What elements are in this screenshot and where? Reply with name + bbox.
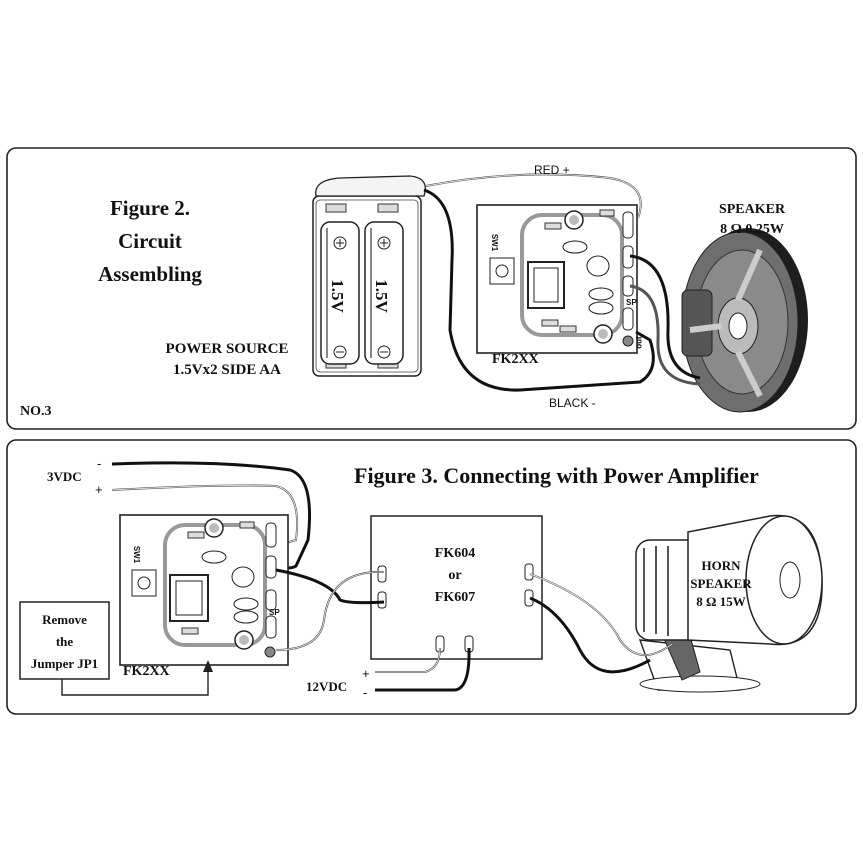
amplifier-label-line: FK604: [434, 546, 476, 561]
speaker-label-fig2: SPEAKER 8 Ω 0.25W: [702, 200, 802, 240]
figure2-title: Figure 2. Circuit Assembling: [80, 192, 220, 291]
speaker-wire-fig2-b: [629, 284, 701, 386]
jumper-note-box: [19, 601, 110, 680]
sp-label-fig3: SP: [269, 608, 280, 617]
signal-wire-fig3-b-inner: [275, 571, 385, 651]
horn-wire-b: [529, 596, 651, 674]
figure2-title-line: Assembling: [98, 262, 202, 286]
horn-speaker-label: HORN SPEAKER 8 Ω 15W: [676, 557, 766, 611]
jumper-arrow-head: [203, 660, 213, 672]
board-label-fig3: FK2XX: [123, 664, 170, 679]
12vdc-label: 12VDC: [306, 679, 348, 694]
amplifier-label-line: or: [448, 568, 462, 583]
3vdc-plus-sign: +: [95, 482, 103, 497]
power-source-line: POWER SOURCE: [165, 341, 289, 357]
speaker-label-line: SPEAKER: [718, 202, 786, 217]
pcb-board-fig3: [119, 514, 289, 666]
jumper-note-line: Jumper JP1: [30, 656, 99, 671]
battery-cell-2: [364, 221, 404, 365]
jumper-note-line: Remove: [42, 612, 87, 627]
sw-label-fig3: SW1: [132, 545, 142, 564]
figure2-title-line: Figure 2.: [109, 196, 191, 220]
amplifier-box: [370, 515, 543, 660]
12vdc-plus-sign: +: [362, 666, 370, 681]
12vdc-minus-sign: -: [363, 685, 368, 700]
jumper-arrow: [61, 668, 209, 696]
out-label-fig2: out: [634, 336, 644, 349]
red-wire-fig2-inner: [425, 174, 642, 219]
red-wire-label: RED +: [534, 163, 570, 177]
signal-wire-fig3-b: [275, 570, 385, 651]
panel-number: NO.3: [20, 404, 52, 419]
jumper-note-line: the: [55, 634, 74, 649]
sw-label-fig2: SW1: [490, 233, 500, 252]
3vdc-plus-wire-inner: [111, 485, 298, 547]
horn-speaker-line: SPEAKER: [690, 576, 752, 591]
3vdc-minus-sign: -: [97, 456, 102, 471]
speaker-fig2: [681, 228, 808, 413]
figure3-panel: [6, 439, 857, 715]
battery-label-1: 1.5V: [327, 279, 347, 313]
battery-cell-1: [320, 221, 360, 365]
figure2-panel: [6, 147, 857, 430]
black-wire-label: BLACK -: [549, 396, 596, 410]
power-source-label: POWER SOURCE 1.5Vx2 SIDE AA: [146, 339, 308, 381]
battery-label-2: 1.5V: [371, 279, 391, 313]
black-wire-fig2: [423, 188, 655, 392]
pcb-board-fig2: [476, 204, 638, 354]
12vdc-plus-wire-inner: [375, 647, 441, 673]
3vdc-minus-wire: [111, 461, 312, 570]
figure3-title: Figure 3. Connecting with Power Amplifie…: [354, 463, 759, 488]
figure2-title-line: Circuit: [118, 229, 182, 253]
jumper-note: Remove the Jumper JP1: [20, 609, 109, 675]
12vdc-minus-wire: [375, 647, 471, 692]
power-source-line: 1.5Vx2 SIDE AA: [173, 362, 281, 378]
horn-speaker-line: 8 Ω 15W: [696, 594, 746, 609]
amplifier-label-line: FK607: [434, 590, 476, 605]
horn-wire-a-inner: [529, 573, 673, 656]
horn-speaker-line: HORN: [701, 558, 741, 573]
signal-wire-fig3-a: [275, 568, 385, 605]
speaker-wire-fig2-a: [629, 254, 701, 380]
board-label-fig2: FK2XX: [492, 352, 539, 367]
amplifier-label: FK604 or FK607: [420, 543, 490, 609]
3vdc-label: 3VDC: [47, 469, 82, 484]
speaker-label-line: 8 Ω 0.25W: [720, 222, 784, 237]
horn-speaker: [635, 514, 823, 693]
sp-label-fig2: SP: [626, 298, 637, 307]
